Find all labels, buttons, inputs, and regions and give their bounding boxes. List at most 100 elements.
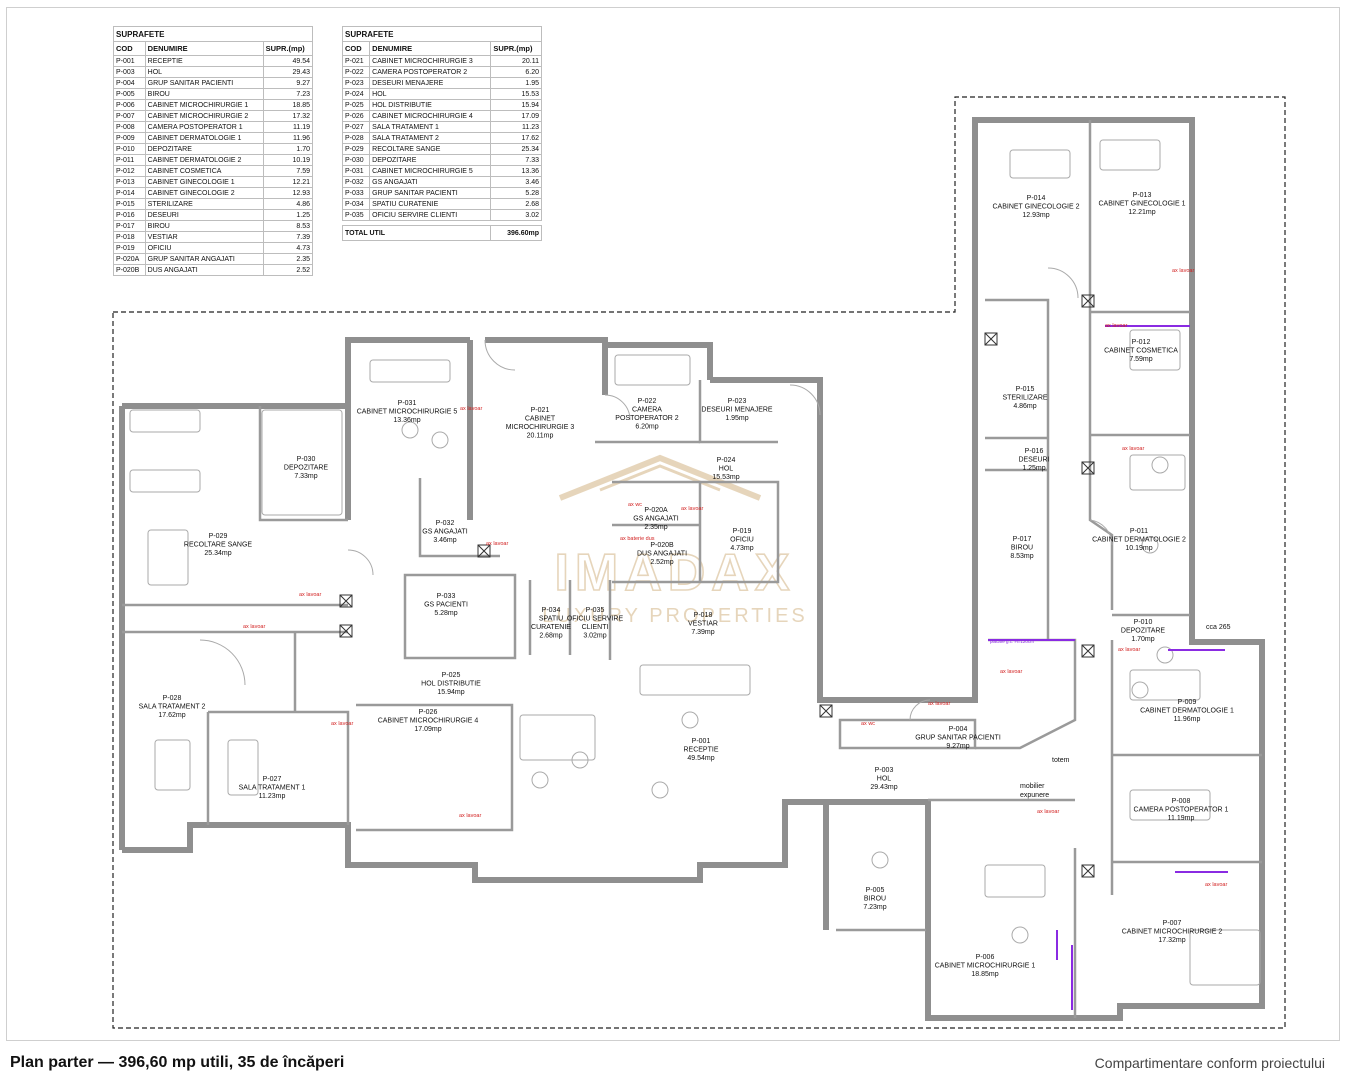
room-code: P-034 <box>542 607 561 614</box>
room-code: P-006 <box>976 954 995 961</box>
watermark-brand: IMADAX <box>554 544 795 602</box>
room-name: GS ANGAJATI <box>633 516 678 523</box>
ax-lavoar-note: ax lavoar <box>1122 446 1144 452</box>
shaft-cross <box>1081 644 1095 658</box>
cca-note: cca 265 <box>1206 624 1231 631</box>
room-name: CLIENTI <box>582 624 609 631</box>
furniture-item <box>1099 139 1161 171</box>
room-code: P-010 <box>1134 619 1153 626</box>
room-name: CABINET DERMATOLOGIE 1 <box>1140 708 1234 715</box>
door-swing <box>199 639 246 686</box>
chair-item <box>1011 926 1029 944</box>
room-name: BIROU <box>1011 545 1033 552</box>
furniture-item <box>147 529 189 586</box>
ax-lavoar-note: ax lavoar <box>459 813 481 819</box>
room-name: CABINET MICROCHIRURGIE 4 <box>378 718 479 725</box>
furniture-item <box>129 469 201 493</box>
door-swing <box>604 394 631 421</box>
room-area: 11.19mp <box>1168 815 1195 822</box>
room-code: P-021 <box>531 407 550 414</box>
furniture-item <box>369 359 451 383</box>
partition-wall-segment <box>418 478 500 558</box>
partition-wall-segment <box>208 710 350 825</box>
room-code: P-029 <box>209 533 228 540</box>
furniture-item <box>1129 329 1181 371</box>
furniture-item <box>1189 929 1261 986</box>
furniture-item <box>227 739 259 796</box>
room-code: P-020A <box>644 507 668 514</box>
room-area: 1.70mp <box>1131 636 1154 643</box>
ax-lavoar-note: ax lavoar <box>243 624 265 630</box>
room-area: 8.53mp <box>1010 553 1033 560</box>
room-name: CABINET COSMETICA <box>1104 348 1178 355</box>
room-code: P-003 <box>875 767 894 774</box>
shaft-x-icon <box>819 704 833 718</box>
room-name: SPATIU <box>539 616 563 623</box>
cell-suprafata: 15.53 <box>490 88 542 100</box>
partition-wall-segment <box>985 298 1050 640</box>
partition-wall-segment <box>356 703 514 832</box>
room-area: 7.39mp <box>691 629 714 636</box>
room-area: 17.62mp <box>158 712 185 719</box>
total-label: TOTAL UTIL <box>341 225 492 241</box>
shaft-x-icon <box>1081 864 1095 878</box>
ax-wc-note: ax wc <box>861 721 875 727</box>
room-area: 7.59mp <box>1129 356 1152 363</box>
ax-lavoar-note: ax lavoar <box>1105 323 1127 329</box>
room-area: 3.02mp <box>583 633 606 640</box>
shaft-cross <box>819 704 833 718</box>
chair-item <box>651 781 669 799</box>
room-name: CAMERA POSTOPERATOR 1 <box>1134 807 1229 814</box>
expunere-note: expunere <box>1020 792 1049 799</box>
chair-item <box>571 751 589 769</box>
watermark-subtitle: LUXURY PROPERTIES <box>542 605 808 627</box>
placare-note: placare g.c. H=120cm <box>990 639 1034 644</box>
shaft-x-icon <box>339 594 353 608</box>
room-area: 17.32mp <box>1158 937 1185 944</box>
room-name: STERILIZARE <box>1002 395 1047 402</box>
room-name: DEPOZITARE <box>1121 628 1166 635</box>
furniture-item <box>614 354 691 386</box>
room-area: 10.19mp <box>1125 545 1152 552</box>
shaft-cross <box>1081 294 1095 308</box>
watermark-roof-icon <box>558 454 762 501</box>
plan-caption: Plan parter — 396,60 mp utili, 35 de înc… <box>10 1054 345 1071</box>
watermark-logo: IMADAX LUXURY PROPERTIES <box>542 454 808 627</box>
room-code: P-020B <box>650 542 674 549</box>
shaft-cross <box>339 624 353 638</box>
shaft-cross <box>1081 864 1095 878</box>
room-area: 7.23mp <box>863 904 886 911</box>
room-name: HOL <box>719 466 734 473</box>
exterior-wall-segment <box>485 337 608 395</box>
column-header-suprafata: SUPR.(mp) <box>490 41 542 56</box>
shaft-x-icon <box>477 544 491 558</box>
room-code: P-012 <box>1132 339 1151 346</box>
room-name: HOL DISTRIBUTIE <box>421 681 481 688</box>
ax-lavoar-note: ax lavoar <box>486 541 508 547</box>
room-area: 29.43mp <box>870 784 897 791</box>
room-name: CABINET GINECOLOGIE 2 <box>992 204 1079 211</box>
